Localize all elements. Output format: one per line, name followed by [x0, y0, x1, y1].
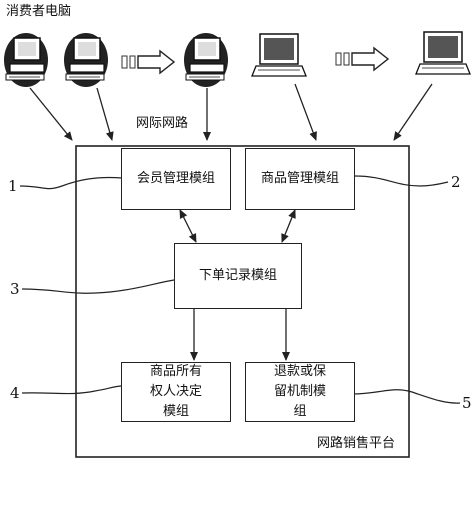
transfer-arrow-icon	[121, 49, 176, 75]
callout-leader-2	[354, 175, 449, 187]
callout-leader-3	[21, 279, 175, 294]
laptop-computer-icon	[251, 33, 307, 77]
refund-retention-module: 退款或保留机制模组	[245, 362, 355, 422]
member-management-module-label: 会员管理模组	[136, 171, 215, 186]
owner-decision-module: 商品所有权人决定模组	[121, 362, 231, 422]
callout-leader-4	[21, 385, 123, 395]
order-record-module: 下单记录模组	[174, 243, 302, 309]
module-link-arrow	[179, 209, 197, 243]
connection-arrow	[29, 87, 73, 141]
laptop-computer-icon	[415, 31, 471, 75]
connection-arrow	[96, 87, 114, 141]
connection-arrow	[393, 83, 433, 141]
network-label: 网际网路	[136, 116, 189, 131]
product-management-module: 商品管理模组	[245, 148, 355, 210]
callout-number-5: 5	[462, 394, 472, 412]
callout-number-1: 1	[8, 177, 18, 195]
platform-label: 网路销售平台	[317, 436, 396, 451]
consumer-computers-label: 消费者电脑	[6, 4, 72, 19]
desktop-computer-icon	[184, 33, 228, 87]
module-link-arrow	[281, 209, 296, 243]
desktop-computer-icon	[64, 33, 108, 87]
refund-retention-module-label: 退款或保留机制模组	[273, 364, 326, 419]
order-record-module-label: 下单记录模组	[198, 268, 277, 283]
transfer-arrow-icon	[335, 46, 390, 72]
product-management-module-label: 商品管理模组	[260, 171, 339, 186]
callout-leader-5	[351, 389, 461, 404]
member-management-module: 会员管理模组	[121, 148, 231, 210]
owner-decision-module-label: 商品所有权人决定模组	[149, 364, 202, 419]
platform-boundary	[75, 145, 410, 458]
callout-number-2: 2	[451, 173, 461, 191]
callout-number-4: 4	[10, 384, 20, 402]
callout-number-3: 3	[10, 280, 20, 298]
connection-arrow	[294, 83, 317, 141]
callout-leader-1	[19, 176, 123, 190]
desktop-computer-icon	[4, 33, 48, 87]
